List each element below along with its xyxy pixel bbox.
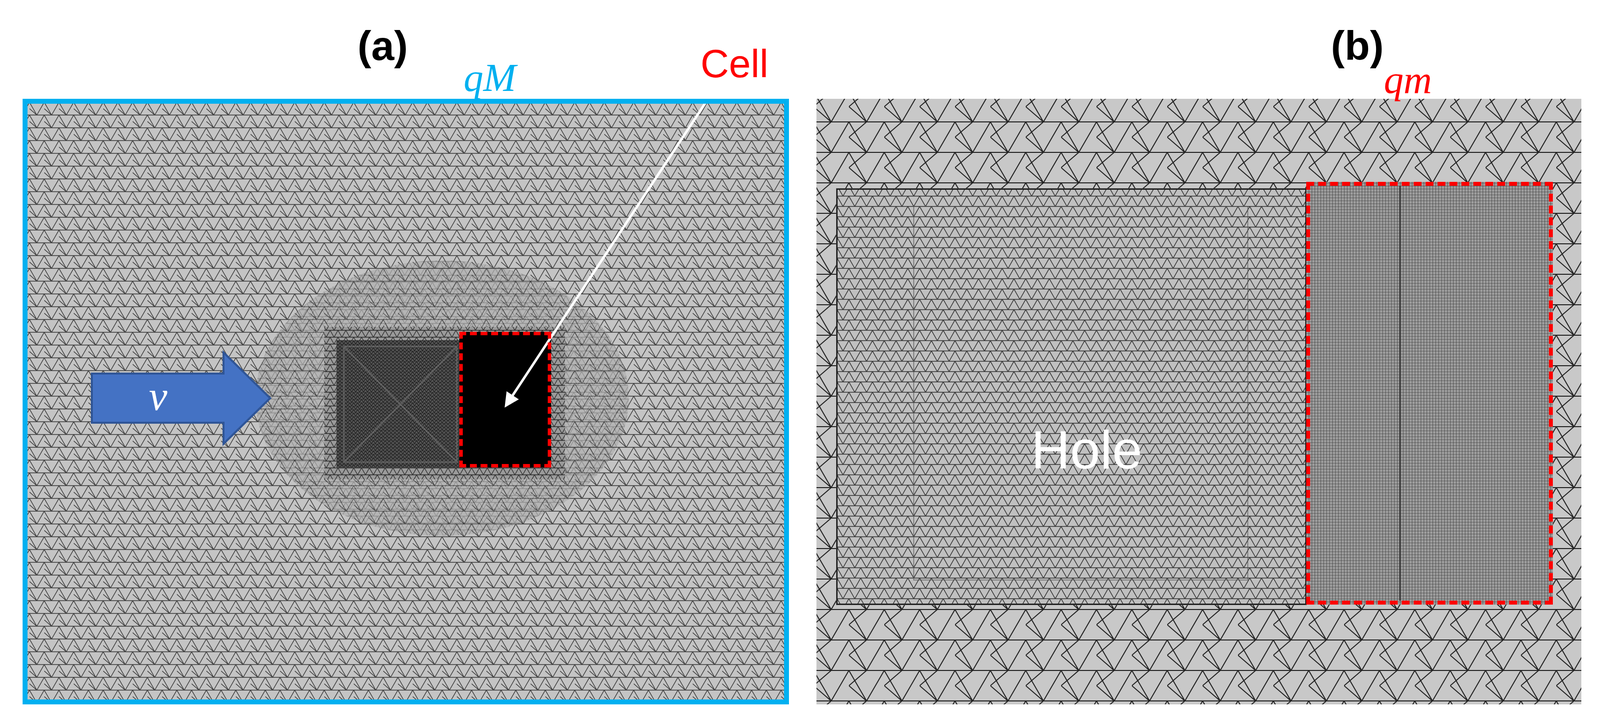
boundary-label: qm xyxy=(1383,57,1432,102)
velocity-arrow xyxy=(91,352,271,444)
cell-box: qm xyxy=(1306,181,1553,605)
hole-region: Hole xyxy=(836,188,1307,605)
cell-label: Cell xyxy=(700,42,769,86)
leader-line xyxy=(505,92,713,406)
boundary-label: qM xyxy=(463,56,517,100)
panel-label: (b) xyxy=(1330,23,1384,69)
macro-mesh xyxy=(22,98,789,704)
cell-box: Cell xyxy=(459,331,552,468)
micro-mesh xyxy=(816,98,1582,704)
hole-label: Hole xyxy=(1031,419,1143,479)
macro-domain: (a)qMCell xyxy=(22,98,789,704)
micro-domain: (b)Holeqm xyxy=(816,98,1582,704)
panel-label: (a) xyxy=(357,23,409,69)
velocity-label: v xyxy=(148,373,168,419)
